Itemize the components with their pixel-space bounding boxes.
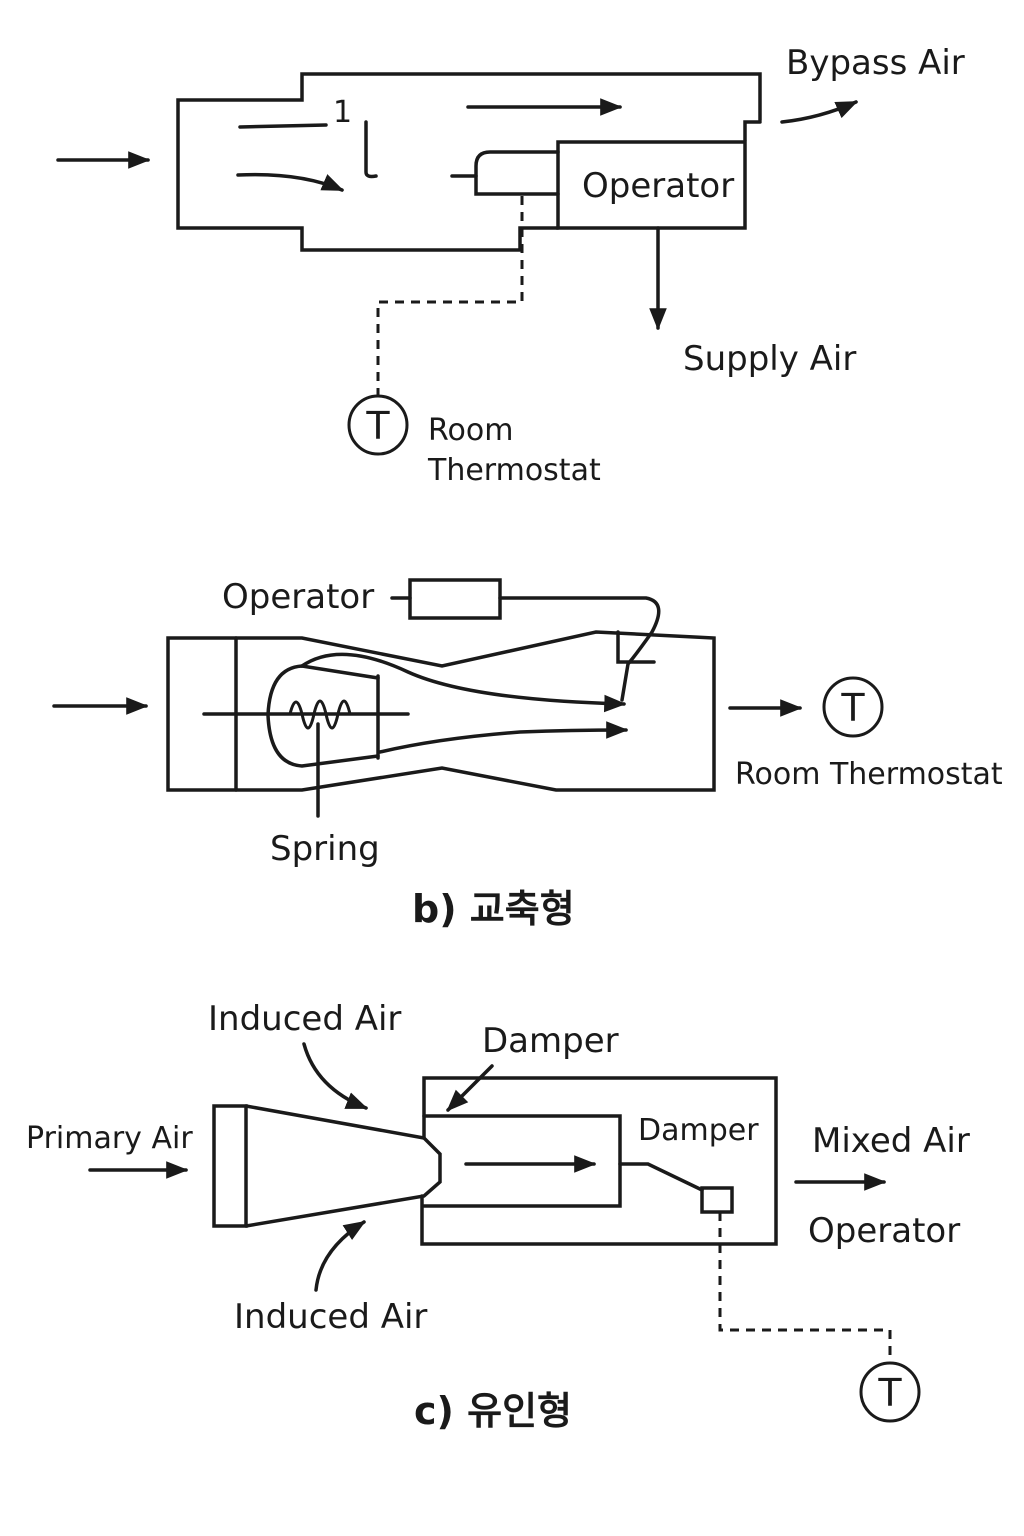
thermostat-label: Thermostat (427, 453, 601, 488)
inner-chamber (422, 1114, 622, 1208)
thermostat-icon (347, 394, 409, 456)
mixed-air-label: Mixed Air (812, 1121, 970, 1161)
control-line-c (718, 1212, 892, 1362)
spring-coil (288, 699, 352, 730)
duct-outline (176, 72, 762, 252)
diagram-a: Operator 1 Bypass Air Supply Air T Room … (56, 43, 965, 488)
damper-top-arrow (446, 1064, 494, 1112)
induced-air-bottom-arrow (314, 1220, 366, 1292)
number-mark: 1 (333, 95, 352, 130)
diagram-b: Operator Spring T Room Thermostat b) 교축형 (52, 577, 1003, 931)
supply-air-label: Supply Air (683, 339, 856, 379)
induced-air-top-arrow (302, 1042, 369, 1110)
caption-b: b) 교축형 (412, 887, 575, 931)
flow-arrow-upper (300, 652, 627, 713)
housing-b (166, 630, 716, 792)
flow-arrow-lower (378, 721, 629, 754)
nozzle-flange (212, 1104, 248, 1228)
bypass-air-label: Bypass Air (786, 43, 965, 83)
duct-step (743, 120, 762, 142)
thermostat-icon-b (822, 676, 884, 738)
damper-blade (364, 120, 378, 179)
flow-arrow-curve (236, 172, 345, 192)
primary-air-label: Primary Air (26, 1121, 193, 1156)
thermostat-symbol: T (365, 404, 390, 448)
room-thermostat-label: Room Thermostat (735, 757, 1003, 792)
mixing-box (420, 1076, 778, 1246)
caption-c: c) 유인형 (414, 1389, 572, 1433)
damper-inner-label: Damper (638, 1113, 759, 1148)
room-label: Room (428, 413, 513, 448)
operator-label: Operator (582, 166, 734, 206)
operator-label-c: Operator (808, 1211, 960, 1251)
thermostat-symbol-c: T (877, 1371, 902, 1415)
nozzle-cone (244, 1104, 442, 1228)
control-line (376, 196, 524, 396)
induced-air-top-label: Induced Air (208, 999, 401, 1039)
damper-actuator (700, 1186, 734, 1214)
damper-notch (616, 630, 656, 664)
operator-linkage (498, 596, 661, 702)
valve-body (266, 664, 380, 768)
thermostat-symbol-b: T (840, 686, 865, 730)
flow-line-top (238, 123, 328, 129)
operator-label-b: Operator (222, 577, 374, 617)
thermostat-icon-c (859, 1361, 921, 1423)
damper-top-label: Damper (482, 1021, 619, 1061)
bypass-arrow (780, 100, 859, 124)
spring-label: Spring (270, 829, 380, 869)
damper-linkage (618, 1162, 704, 1192)
bellows (474, 150, 560, 196)
operator-box-b (408, 578, 502, 620)
diagram-c: Induced Air Damper Primary Air Damper In… (26, 999, 970, 1433)
operator-box (556, 140, 747, 230)
induced-air-bottom-label: Induced Air (234, 1297, 427, 1337)
